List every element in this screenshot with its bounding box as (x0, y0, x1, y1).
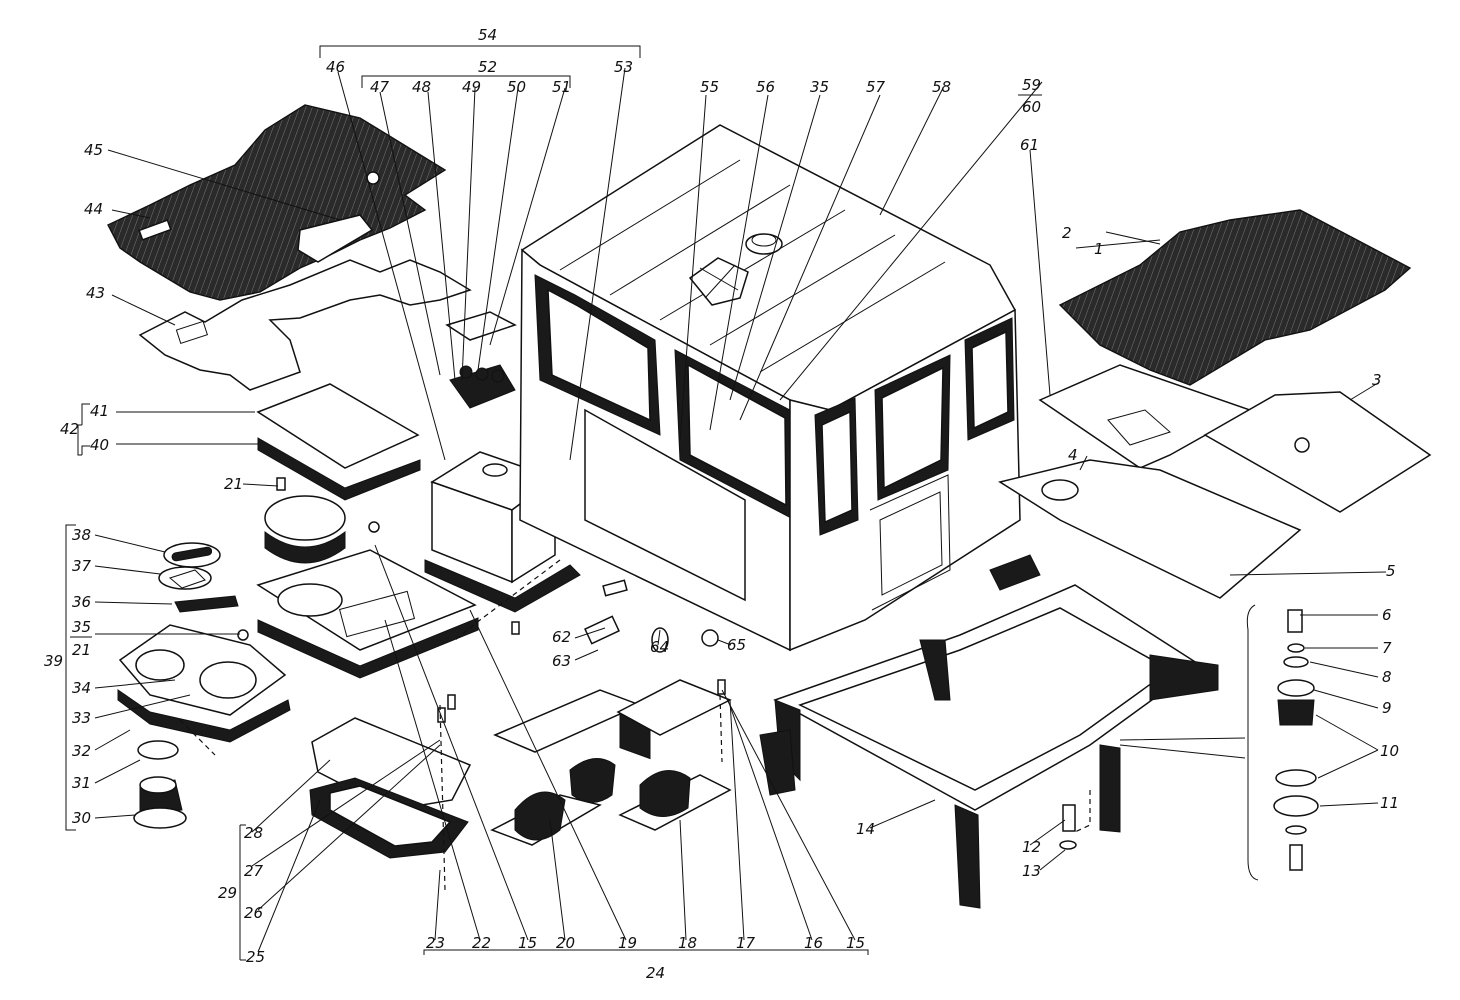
pedal-unit-parts (117, 542, 291, 829)
label-21-left: 21 (72, 641, 91, 659)
label-26: 26 (244, 904, 263, 922)
label-31: 31 (72, 774, 91, 792)
label-54: 54 (478, 26, 497, 44)
label-28: 28 (244, 824, 263, 842)
mount-parts (1059, 604, 1319, 881)
label-32: 32 (72, 742, 91, 760)
label-10: 10 (1380, 742, 1399, 760)
label-45: 45 (84, 141, 103, 159)
vent-plate-assembly (256, 495, 479, 859)
label-8: 8 (1382, 668, 1392, 686)
label-3: 3 (1372, 371, 1382, 389)
label-1: 1 (1094, 240, 1104, 258)
label-27: 27 (244, 862, 264, 880)
label-55: 55 (700, 78, 719, 96)
label-48: 48 (412, 78, 431, 96)
insulation-sheet-43 (138, 259, 472, 391)
cover-plate-41 (256, 383, 421, 501)
label-33: 33 (72, 709, 91, 727)
subframe (759, 554, 1219, 909)
leader-lines (65, 45, 1387, 961)
bolts (237, 477, 726, 723)
filter-plates (445, 311, 517, 409)
label-9: 9 (1382, 699, 1392, 717)
label-18: 18 (678, 934, 697, 952)
label-14: 14 (856, 820, 875, 838)
assembly-lines (179, 559, 1091, 891)
label-65: 65 (727, 636, 746, 654)
label-7: 7 (1382, 639, 1392, 657)
label-16: 16 (804, 934, 823, 952)
label-53: 53 (614, 58, 633, 76)
label-24: 24 (646, 964, 665, 982)
label-39: 39 (44, 652, 63, 670)
label-42: 42 (60, 420, 79, 438)
cab-body (519, 124, 1021, 760)
label-41: 41 (90, 402, 109, 420)
label-43: 43 (86, 284, 105, 302)
label-12: 12 (1022, 838, 1041, 856)
label-52: 52 (478, 58, 497, 76)
label-4: 4 (1068, 446, 1078, 464)
label-36: 36 (72, 593, 91, 611)
label-13: 13 (1022, 862, 1041, 880)
label-38: 38 (72, 526, 91, 544)
label-19: 19 (618, 934, 637, 952)
label-49: 49 (462, 78, 481, 96)
label-58: 58 (932, 78, 951, 96)
label-34: 34 (72, 679, 91, 697)
label-64: 64 (650, 638, 669, 656)
label-37: 37 (72, 557, 92, 575)
label-23: 23 (426, 934, 445, 952)
label-2: 2 (1062, 224, 1072, 242)
label-35-left: 35 (72, 618, 91, 636)
label-22: 22 (472, 934, 491, 952)
boot-plates (490, 579, 732, 846)
label-50: 50 (507, 78, 526, 96)
label-11: 11 (1380, 794, 1399, 812)
label-63: 63 (552, 652, 571, 670)
label-15-bottom-left: 15 (518, 934, 537, 952)
label-44: 44 (84, 200, 103, 218)
label-59: 59 (1022, 76, 1041, 94)
label-40: 40 (90, 436, 109, 454)
floor-mat-right (1058, 209, 1412, 386)
label-30: 30 (72, 809, 91, 827)
label-20: 20 (556, 934, 575, 952)
label-61: 61 (1020, 136, 1039, 154)
label-35-top: 35 (810, 78, 829, 96)
label-25: 25 (246, 948, 265, 966)
label-60: 60 (1022, 98, 1041, 116)
label-56: 56 (756, 78, 775, 96)
label-57: 57 (866, 78, 886, 96)
insulation-sheets-right (998, 364, 1432, 599)
label-46: 46 (326, 58, 345, 76)
label-29: 29 (218, 884, 237, 902)
label-6: 6 (1382, 606, 1392, 624)
label-47: 47 (370, 78, 390, 96)
label-21-top: 21 (224, 475, 243, 493)
label-62: 62 (552, 628, 571, 646)
part-labels: 54 52 46 47 48 49 50 51 53 55 56 35 57 5… (44, 26, 1399, 982)
label-51: 51 (552, 78, 571, 96)
label-5: 5 (1386, 562, 1396, 580)
label-17: 17 (736, 934, 756, 952)
label-15: 15 (846, 934, 865, 952)
